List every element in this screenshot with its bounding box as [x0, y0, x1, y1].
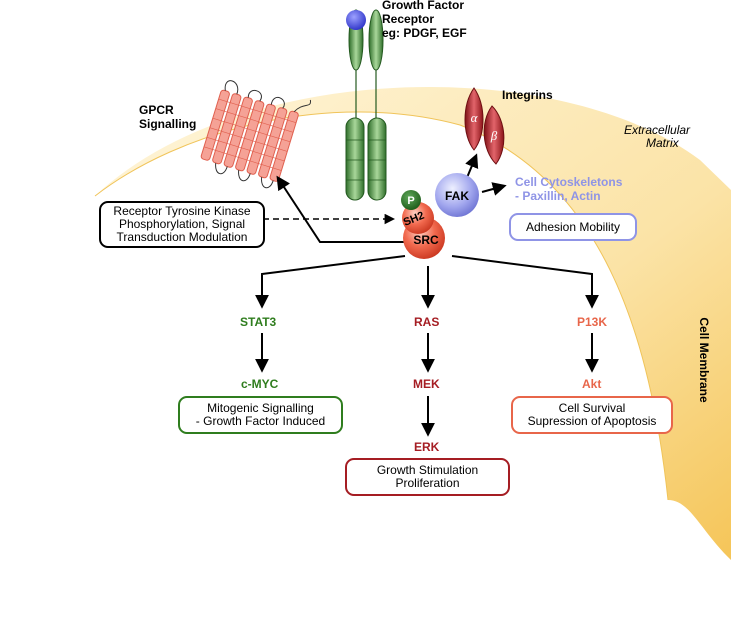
- rtk-box: Receptor Tyrosine Kinase Phosphorylation…: [99, 201, 265, 248]
- cell-membrane-inner-edge: [94, 111, 669, 501]
- growth-factor-receptor-example: eg: PDGF, EGF: [382, 26, 467, 40]
- fak-node: [435, 173, 479, 217]
- node-p13k: P13K: [577, 315, 608, 329]
- gpcr-receptor-icon: [200, 80, 311, 189]
- node-cmyc: c-MYC: [241, 377, 279, 391]
- gpcr-title-1: GPCR: [139, 103, 174, 117]
- node-mek: MEK: [413, 377, 440, 391]
- cell-membrane-band: [95, 86, 731, 561]
- growth-box: Growth Stimulation Proliferation: [345, 458, 510, 496]
- rtk-box-line3: Transduction Modulation: [116, 230, 248, 244]
- label-beta: β: [490, 128, 498, 143]
- node-ras: RAS: [414, 315, 440, 329]
- adhesion-box-line1: Adhesion Mobility: [525, 219, 621, 234]
- extracellular-matrix-title-2: Matrix: [646, 136, 679, 150]
- rtk-box-line2: Phosphorylation, Signal: [118, 217, 246, 231]
- ligand-icon: [346, 10, 366, 30]
- src-to-p13k-arrow: [451, 255, 599, 309]
- label-alpha: α: [471, 110, 479, 125]
- integrins-title: Integrins: [502, 88, 553, 102]
- src-to-stat3-arrow: [255, 255, 406, 309]
- gpcr-title-2: Signalling: [139, 117, 197, 131]
- growth-factor-receptor-title-1: Growth Factor: [382, 0, 465, 12]
- node-stat3: STAT3: [240, 315, 277, 329]
- label-p: P: [407, 195, 414, 207]
- node-erk: ERK: [414, 440, 440, 454]
- src-to-gpcr-arrow: [276, 175, 412, 243]
- mitogenic-box-line1: Mitogenic Signalling: [207, 401, 314, 415]
- mitogenic-box-line2: - Growth Factor Induced: [195, 414, 326, 428]
- extracellular-matrix-title-1: Extracellular: [624, 123, 691, 137]
- growth-box-line1: Growth Stimulation: [376, 463, 479, 477]
- label-src: SRC: [413, 233, 439, 247]
- growth-box-line2: Proliferation: [395, 476, 460, 490]
- growth-factor-receptor-title-2: Receptor: [382, 12, 435, 26]
- cytoskeleton-title-2: - Paxillin, Actin: [515, 189, 601, 203]
- survival-box-line1: Cell Survival: [558, 401, 626, 415]
- label-fak: FAK: [445, 189, 469, 203]
- phosphate-node: [401, 190, 421, 210]
- integrin-icon: [464, 87, 505, 165]
- rtk-box-line1: Receptor Tyrosine Kinase: [113, 204, 251, 218]
- sh2-node: [402, 202, 434, 234]
- label-cell-membrane: Cell Membrane: [697, 317, 711, 403]
- node-akt: Akt: [582, 377, 602, 391]
- survival-box: Cell Survival Supression of Apoptosis: [511, 396, 673, 434]
- pathway-arrows: [255, 153, 599, 437]
- fak-to-cytoskeleton-arrow: [481, 182, 507, 196]
- adhesion-box: Adhesion Mobility: [509, 213, 637, 241]
- mitogenic-box: Mitogenic Signalling - Growth Factor Ind…: [178, 396, 343, 434]
- cytoskeleton-title-1: Cell Cytoskeletons: [515, 175, 623, 189]
- survival-box-line2: Supression of Apoptosis: [527, 414, 657, 428]
